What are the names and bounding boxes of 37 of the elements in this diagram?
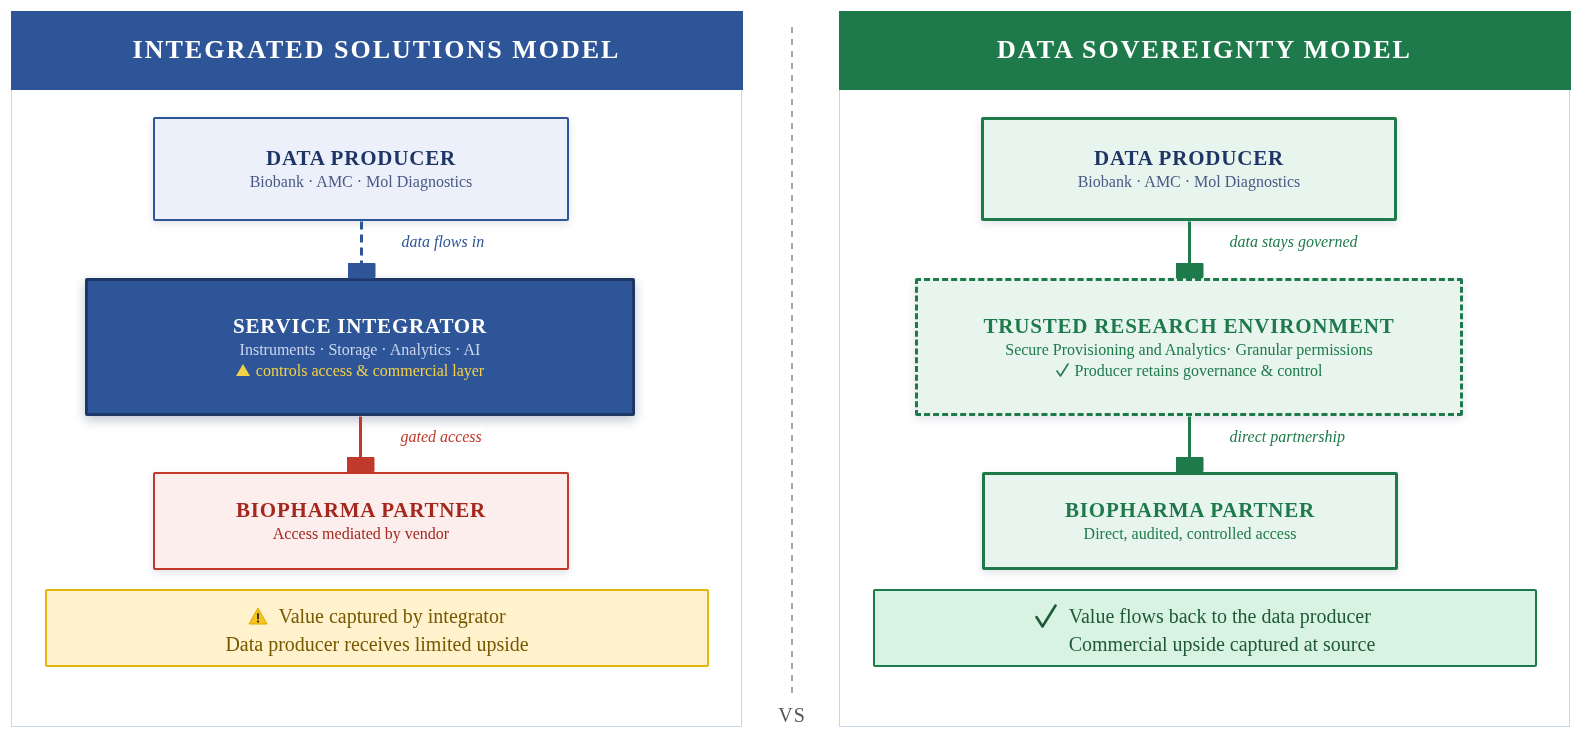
edge-label: data flows in bbox=[399, 233, 487, 251]
process-box bbox=[153, 472, 569, 570]
box-text: Biobank · AMC · Mol Diagnostics bbox=[1077, 172, 1301, 192]
note-text: Value captured by integrator bbox=[278, 604, 506, 630]
box-text: Direct, audited, controlled access bbox=[1083, 524, 1297, 544]
box-title: TRUSTED RESEARCH ENVIRONMENT bbox=[983, 313, 1395, 339]
connector bbox=[346, 416, 375, 473]
box-title: BIOPHARMA PARTNER bbox=[1065, 498, 1315, 523]
box-title: BIOPHARMA PARTNER bbox=[236, 498, 486, 523]
connector bbox=[1175, 221, 1204, 279]
box-title: DATA PRODUCER bbox=[266, 146, 456, 171]
process-box bbox=[85, 278, 635, 416]
box-text: Instruments · Storage · Analytics · AI bbox=[239, 339, 481, 360]
connector bbox=[1175, 416, 1204, 473]
process-box bbox=[153, 117, 569, 221]
vs-label: VS bbox=[777, 704, 807, 727]
box-text: Access mediated by vendor bbox=[272, 524, 450, 544]
process-box bbox=[915, 278, 1463, 416]
panel-header: INTEGRATED SOLUTIONS MODEL bbox=[10, 10, 743, 90]
note-text: Commercial upside captured at source bbox=[1068, 632, 1376, 658]
note-box bbox=[873, 589, 1537, 667]
process-box bbox=[981, 117, 1397, 221]
connector bbox=[347, 221, 376, 279]
note-box bbox=[45, 589, 709, 667]
edge-label: data stays governed bbox=[1227, 233, 1360, 251]
box-note: controls access & commercial layer bbox=[255, 360, 485, 381]
box-note: Producer retains governance & control bbox=[1074, 360, 1323, 381]
box-text: Secure Provisioning and Analytics· Granular permissions bbox=[1005, 339, 1373, 360]
panel bbox=[839, 11, 1570, 727]
note-text: Data producer receives limited upside bbox=[225, 632, 529, 658]
box-title: DATA PRODUCER bbox=[1094, 146, 1284, 171]
note-text: Value flows back to the data producer bbox=[1068, 604, 1371, 630]
box-text: Biobank · AMC · Mol Diagnostics bbox=[249, 172, 473, 192]
panel bbox=[11, 11, 742, 727]
box-title: SERVICE INTEGRATOR bbox=[233, 313, 487, 339]
panel-header: DATA SOVEREIGNTY MODEL bbox=[838, 10, 1571, 90]
process-box bbox=[982, 472, 1398, 570]
